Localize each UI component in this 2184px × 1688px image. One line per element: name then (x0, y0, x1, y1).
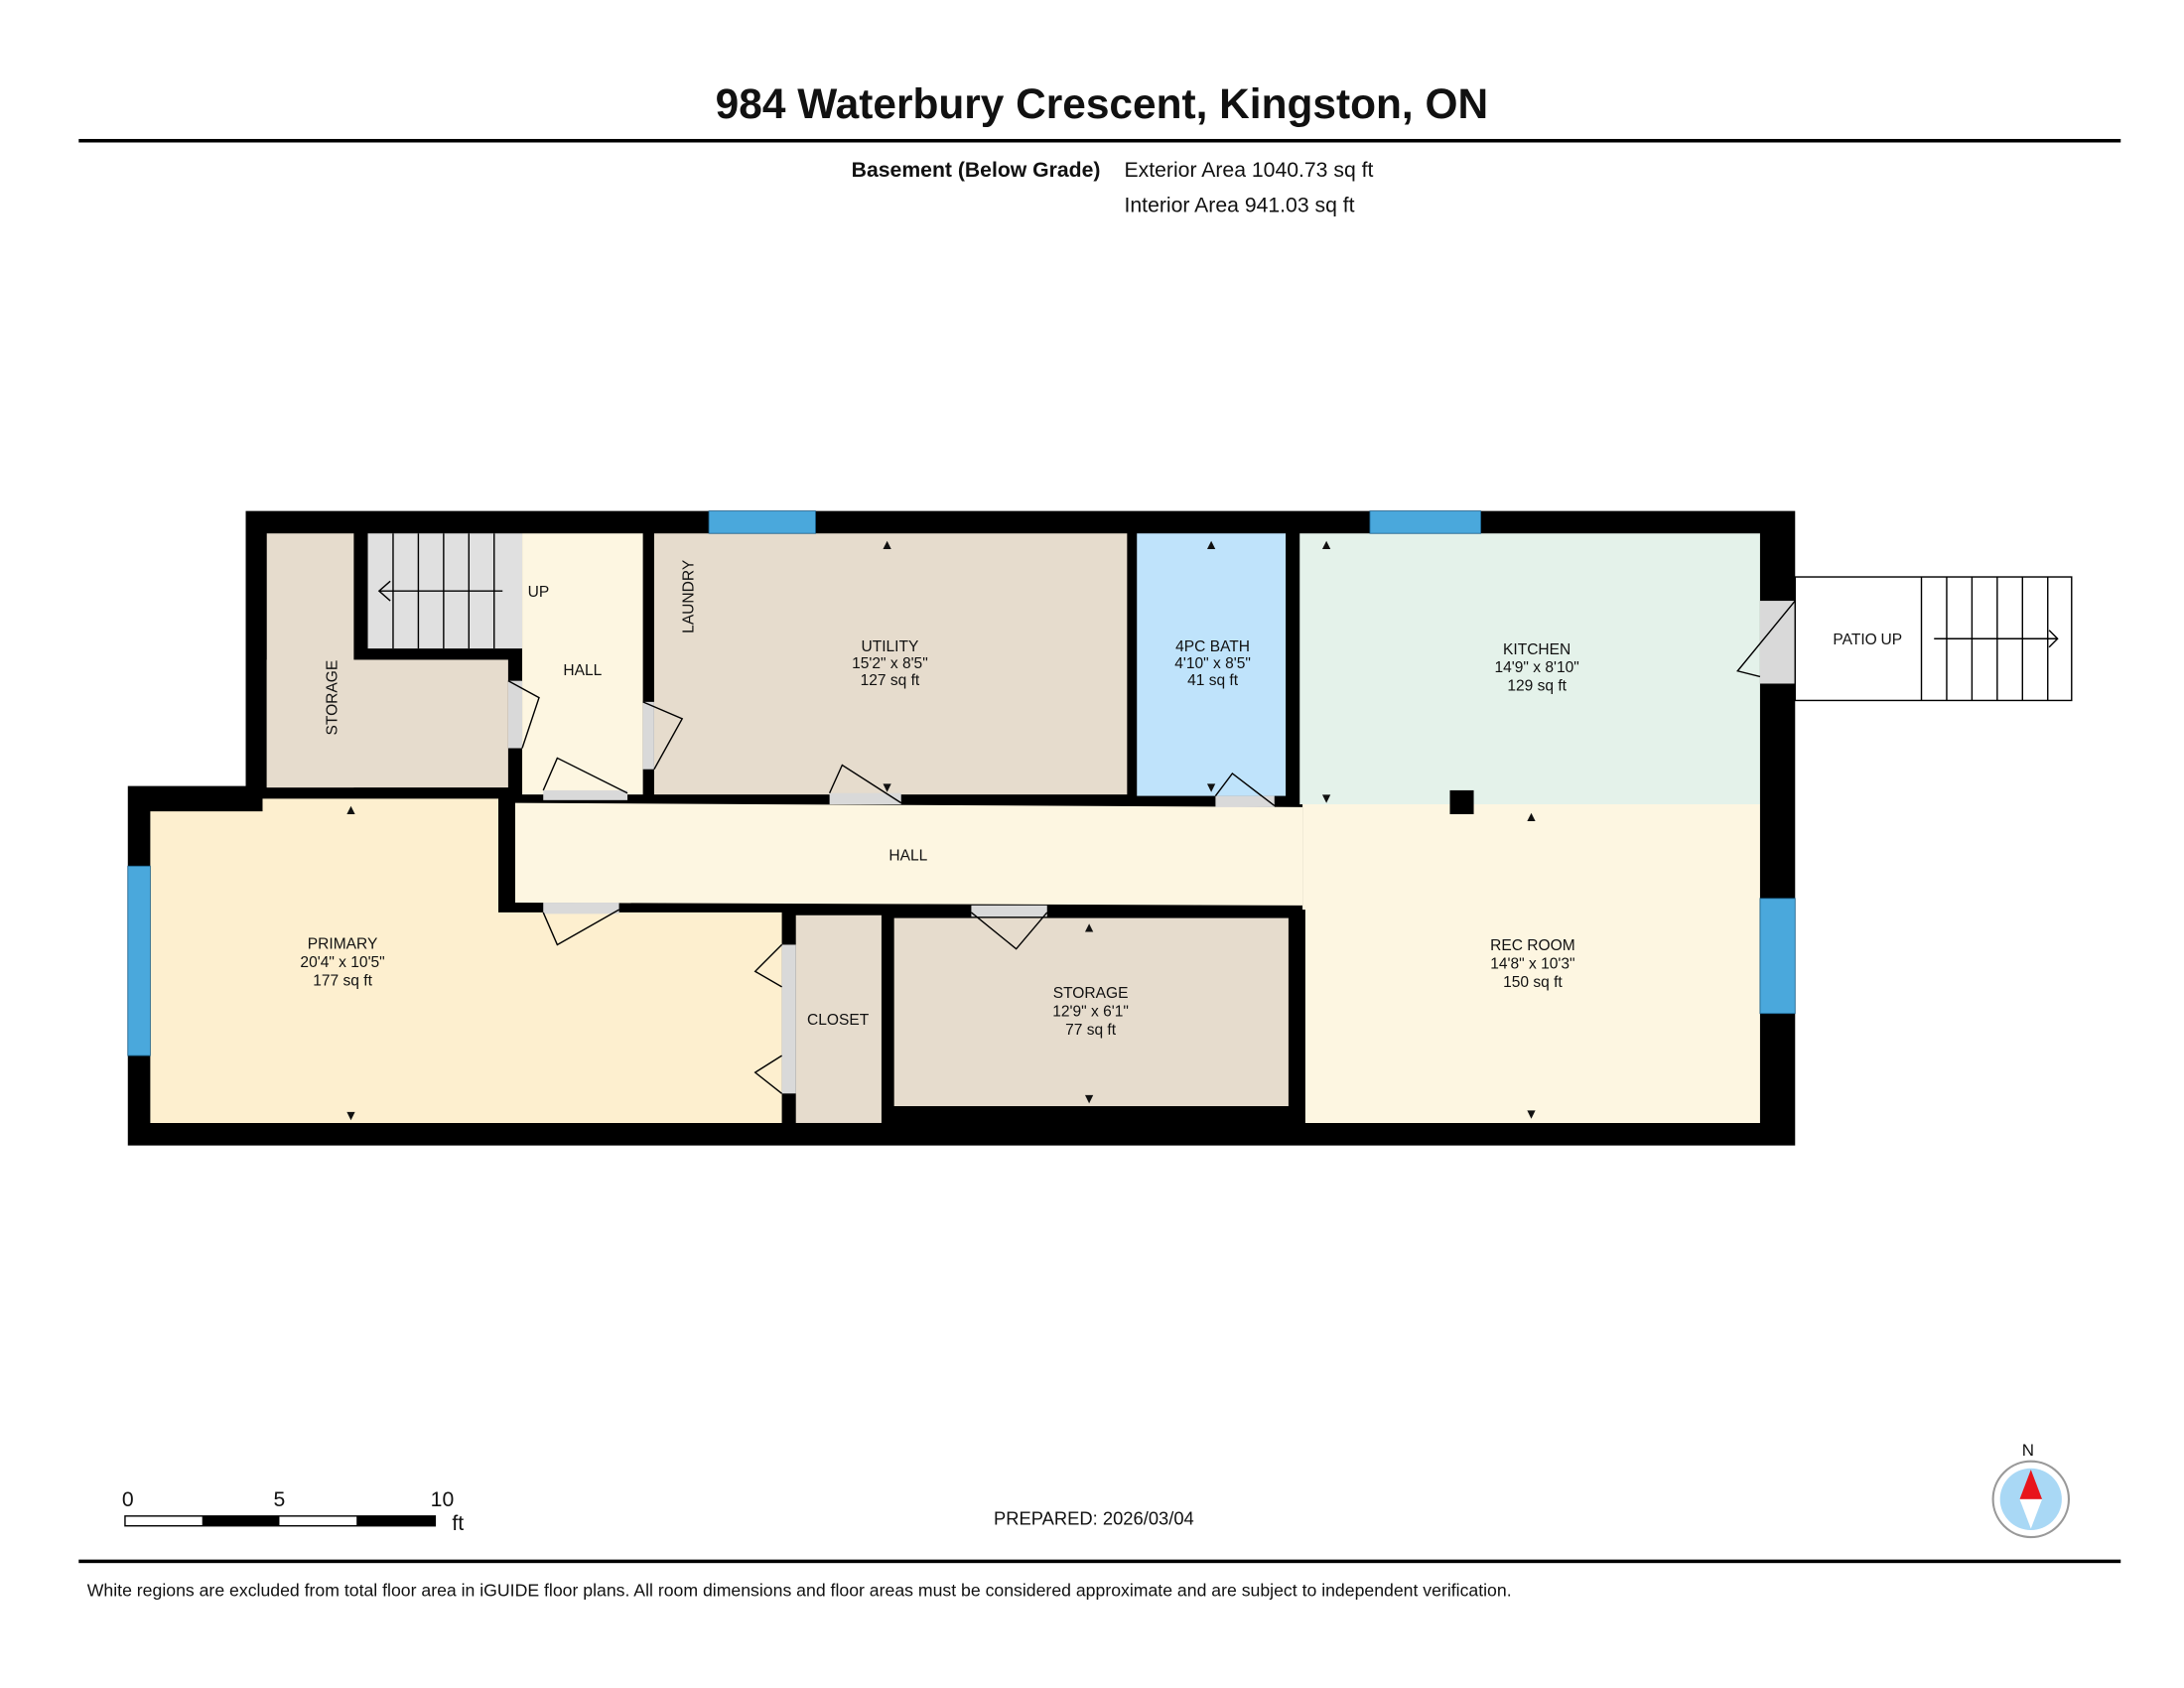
svg-text:▲: ▲ (1525, 808, 1539, 824)
storage-name: STORAGE (1053, 985, 1129, 1002)
patio-stairs (1794, 576, 2073, 702)
kitchen-name: KITCHEN (1503, 641, 1570, 658)
compass-north-label: N (2022, 1441, 2034, 1460)
closet-label: CLOSET (807, 1012, 870, 1029)
svg-text:▲: ▲ (881, 536, 894, 552)
svg-text:▲: ▲ (1319, 536, 1333, 552)
svg-text:▲: ▲ (1082, 919, 1096, 935)
room-rec (1302, 804, 1760, 1123)
utility-area: 127 sq ft (861, 672, 920, 689)
laundry-label: LAUNDRY (681, 559, 698, 633)
bath-dims: 4'10" x 8'5" (1174, 655, 1251, 672)
scale-unit: ft (452, 1512, 464, 1535)
disclaimer: White regions are excluded from total fl… (87, 1580, 1512, 1600)
page-title: 984 Waterbury Crescent, Kingston, ON (716, 80, 1488, 127)
room-kitchen (1299, 533, 1760, 805)
doors (507, 600, 1796, 1094)
svg-text:▼: ▼ (1082, 1090, 1096, 1106)
pillar (1449, 789, 1474, 814)
storage-dims: 12'9" x 6'1" (1052, 1004, 1129, 1021)
bath-area: 41 sq ft (1187, 672, 1239, 689)
hall-label: HALL (888, 848, 927, 865)
room-closet (795, 914, 882, 1123)
windows (127, 510, 1796, 1056)
svg-text:▲: ▲ (344, 801, 358, 817)
room-hall (514, 802, 1303, 906)
scale-bar: 0 5 10 ft (122, 1488, 464, 1535)
patio-name: PATIO (1833, 632, 1876, 648)
patio-up: UP (1881, 632, 1903, 648)
svg-text:▼: ▼ (344, 1107, 358, 1123)
floor-name: Basement (Below Grade) (852, 159, 1101, 182)
stair-treads (377, 533, 503, 649)
scale-label-5: 5 (274, 1488, 286, 1511)
bath-name: 4PC BATH (1175, 638, 1250, 655)
kitchen-dims: 14'9" x 8'10" (1495, 659, 1579, 676)
storage-small-label: STORAGE (324, 660, 341, 736)
interior-area: Interior Area 941.03 sq ft (1125, 194, 1355, 216)
utility-dims: 15'2" x 8'5" (852, 655, 928, 672)
rec-area: 150 sq ft (1503, 974, 1563, 991)
primary-name: PRIMARY (308, 936, 378, 953)
primary-dims: 20'4" x 10'5" (300, 954, 384, 971)
room-hall-upper (522, 533, 643, 795)
room-utility (653, 533, 1128, 795)
room-storage-small-lower (266, 659, 508, 788)
storage-area: 77 sq ft (1065, 1022, 1117, 1039)
prepared-date: PREPARED: 2026/03/04 (994, 1507, 1194, 1528)
primary-area: 177 sq ft (313, 972, 372, 989)
window-primary (127, 865, 151, 1056)
window-utility (708, 510, 816, 534)
svg-text:▼: ▼ (1525, 1106, 1539, 1122)
header-rule (78, 138, 2121, 143)
room-storage (893, 917, 1289, 1107)
svg-text:▼: ▼ (881, 778, 894, 794)
room-bath (1137, 533, 1287, 796)
utility-name: UTILITY (861, 638, 919, 655)
dimension-arrows: ▲ ▼ ▲ ▼ ▲ ▼ ▲ ▼ ▲ ▼ ▲ ▼ (344, 536, 1539, 1123)
rec-name: REC ROOM (1490, 937, 1575, 954)
hall-upper-label: HALL (563, 662, 602, 679)
rec-dims: 14'8" x 10'3" (1490, 955, 1574, 972)
svg-text:▼: ▼ (1319, 790, 1333, 806)
window-rec (1759, 898, 1796, 1015)
compass-icon: N (1991, 1441, 2071, 1539)
room-primary (150, 798, 782, 1123)
stairs-up-label: UP (528, 584, 550, 601)
scale-label-0: 0 (122, 1488, 134, 1511)
kitchen-area: 129 sq ft (1507, 678, 1567, 695)
footer-rule (78, 1559, 2121, 1564)
svg-text:▼: ▼ (1204, 778, 1218, 794)
window-kitchen (1369, 510, 1482, 534)
svg-text:▲: ▲ (1204, 536, 1218, 552)
exterior-area: Exterior Area 1040.73 sq ft (1125, 159, 1374, 182)
scale-label-10: 10 (431, 1488, 455, 1511)
